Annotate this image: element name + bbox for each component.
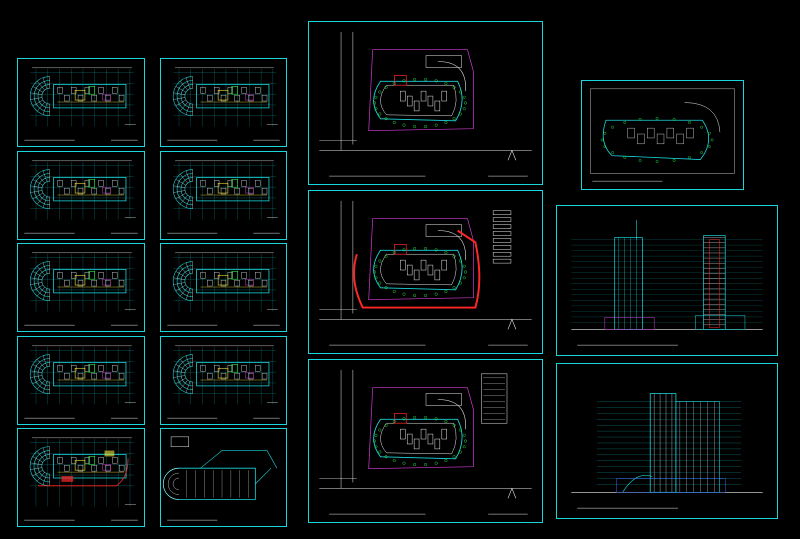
floor-plan-drawing: [24, 252, 138, 326]
floor-plan-drawing: [24, 67, 138, 141]
elevation-drawing: [571, 393, 763, 509]
floor-plan-drawing: [24, 160, 138, 234]
drawing-sheet-site-plan[interactable]: [308, 21, 543, 185]
drawing-sheet-site-plan-fire[interactable]: [308, 190, 543, 354]
drawing-sheet-floor-plan-1[interactable]: [17, 58, 145, 147]
roof-plan-drawing: [162, 436, 278, 521]
drawing-sheet-floor-plan-3[interactable]: [17, 243, 145, 332]
site-plan-small-drawing: [590, 88, 735, 182]
floor-plan-drawing: [167, 160, 280, 234]
site-plan-drawing: [319, 31, 532, 177]
drawing-sheet-site-plan-landscape[interactable]: [308, 359, 543, 523]
floor-plan-drawing: [167, 345, 280, 419]
site-plan-landscape-drawing: [319, 369, 532, 515]
elevation-section-drawing: [571, 219, 763, 346]
drawing-sheet-floor-plan-5[interactable]: [160, 58, 287, 147]
drawing-sheet-floor-plan-color[interactable]: [17, 428, 145, 527]
drawing-sheet-floor-plan-6[interactable]: [160, 151, 287, 240]
drawing-sheet-floor-plan-7[interactable]: [160, 243, 287, 332]
drawing-sheet-roof-plan[interactable]: [160, 428, 287, 527]
floor-plan-drawing: [167, 252, 280, 326]
drawing-sheet-site-plan-small[interactable]: [581, 80, 744, 190]
drawing-sheet-floor-plan-2[interactable]: [17, 151, 145, 240]
floor-plan-drawing: [24, 437, 138, 521]
drawing-sheet-floor-plan-4[interactable]: [17, 336, 145, 425]
drawing-sheet-elevation-section[interactable]: [556, 205, 778, 356]
site-plan-fire-drawing: [319, 200, 532, 346]
drawing-sheet-floor-plan-8[interactable]: [160, 336, 287, 425]
floor-plan-drawing: [167, 67, 280, 141]
drawing-sheet-elevation[interactable]: [556, 363, 778, 519]
floor-plan-drawing: [24, 345, 138, 419]
